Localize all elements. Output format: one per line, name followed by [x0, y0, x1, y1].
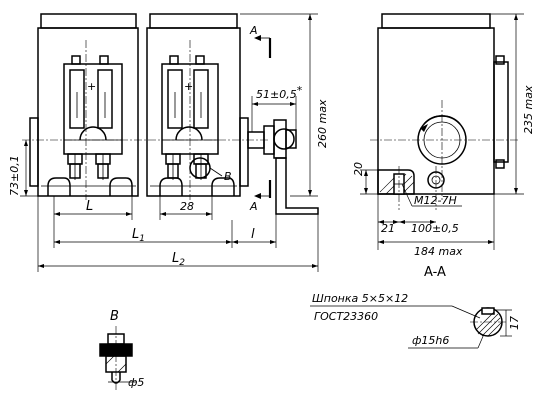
dim-5-label: ф5: [128, 376, 144, 389]
left-switch-assembly: +: [63, 55, 123, 180]
dim-100-label: 100±0,5: [411, 222, 459, 235]
dim-73-label: 73±0,1: [8, 155, 21, 196]
dim-l-small: L: [53, 196, 133, 220]
key-detail: Шпонка 5×5×12 ГОСТ23360 17 ф15h6: [310, 292, 521, 349]
dim-l-label: L: [86, 199, 93, 214]
detail-b: B ф5: [99, 309, 144, 392]
dim-73: 73±0,1: [8, 140, 48, 197]
dim-51-star: *: [297, 84, 303, 97]
gost-label: ГОСТ23360: [314, 310, 378, 323]
crank-lever: [275, 157, 319, 215]
svg-text:L1: L1: [132, 227, 145, 244]
dim-l1-label: L: [132, 227, 139, 242]
dim-21-100: 21 100±0,5: [377, 194, 459, 235]
left-cabinet-foot-left: [47, 177, 71, 196]
left-cabinet-foot-right: [109, 177, 133, 196]
thread-label: M12-7H: [414, 194, 457, 207]
dim-l2-sub: 2: [179, 258, 185, 268]
dim-17-label: 17: [508, 316, 521, 330]
right-cabinet-body: [146, 27, 241, 197]
dim-28-label: 28: [180, 200, 194, 213]
dim-21-label: 21: [381, 222, 395, 235]
right-cabinet-side-bracket: [239, 117, 249, 187]
plus-terminal-1: +: [87, 80, 96, 93]
dim-l1: L1 l: [53, 214, 277, 248]
right-cabinet-foot-right: [211, 177, 235, 196]
right-cabinet-lid: [149, 13, 238, 29]
svg-text:L2: L2: [172, 251, 185, 268]
svg-text:51±0,5*: 51±0,5*: [256, 84, 303, 101]
thread-callout: M12-7H: [401, 183, 462, 207]
dim-l1-sub: 1: [139, 234, 145, 244]
section-title-a-a: A-A: [424, 265, 446, 280]
section-line-a: A A: [249, 24, 272, 213]
section-mark-a-bottom: A: [249, 200, 258, 213]
section-mark-a-top: A: [249, 24, 258, 37]
detail-b-marker: B: [224, 170, 232, 183]
left-cabinet-body: [37, 27, 139, 197]
dim-small-l-label: l: [251, 227, 255, 242]
dim-260-label: 260 max: [316, 99, 329, 148]
dim-l2-label: L: [172, 251, 179, 266]
right-switch-assembly: + B: [161, 55, 232, 183]
side-bracket: [493, 61, 509, 163]
dim-235: 235 max: [490, 13, 535, 195]
drive-handle: [247, 119, 319, 215]
left-cabinet: +: [29, 13, 139, 200]
detail-b-circle: [189, 157, 211, 179]
plus-terminal-2: +: [184, 80, 193, 93]
dim-235-label: 235 max: [522, 85, 535, 134]
hatched-foot: [377, 169, 415, 195]
side-lid: [381, 13, 491, 29]
key-label: Шпонка 5×5×12: [312, 292, 408, 305]
dim-l2: L2: [37, 196, 319, 272]
shaft-dim-label: ф15h6: [412, 334, 449, 347]
dim-184: 184 max: [377, 194, 495, 258]
dim-260: 260 max: [240, 13, 329, 197]
dim-28: 28: [159, 196, 213, 220]
left-cabinet-lid: [40, 13, 137, 29]
side-view: [370, 13, 520, 210]
detail-b-title: B: [110, 309, 119, 324]
left-cabinet-side-bracket: [29, 117, 39, 187]
dim-51: 51±0,5*: [251, 84, 303, 132]
right-cabinet: + B: [146, 13, 249, 200]
dim-20-label: 20: [352, 162, 365, 176]
dim-51-label: 51±0,5: [256, 88, 297, 101]
dim-20: 20: [352, 162, 378, 195]
right-cabinet-foot-left: [159, 177, 183, 196]
dim-184-label: 184 max: [414, 245, 463, 258]
